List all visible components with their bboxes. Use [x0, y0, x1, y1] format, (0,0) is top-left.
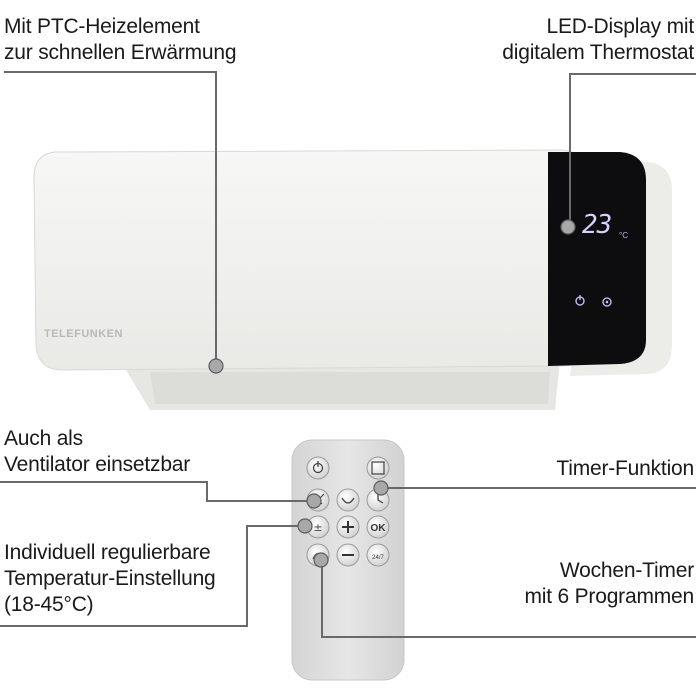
callout-temp-line2: Temperatur-Einstellung [4, 567, 216, 590]
weekly-timer-label: 24/7 [372, 555, 384, 561]
remote-power-button[interactable] [306, 456, 330, 480]
led-leader-line [569, 73, 696, 226]
weekly-leader-line [321, 560, 696, 638]
callout-led: LED-Display mit digitalem Thermostat [502, 14, 694, 66]
callout-fan-line1: Auch als [4, 427, 83, 450]
display-unit: °C [619, 231, 628, 240]
callout-timer: Timer-Funktion [556, 456, 694, 482]
callout-fan: Auch als Ventilator einsetzbar [4, 426, 190, 478]
callout-temp: Individuell regulierbare Temperatur-Eins… [4, 540, 216, 618]
callout-weekly: Wochen-Timer mit 6 Programmen [524, 558, 694, 610]
mode-icon[interactable] [602, 297, 612, 307]
callout-weekly-line2: mit 6 Programmen [524, 585, 694, 608]
display-temperature: 23 [582, 210, 612, 240]
remote-ok-button[interactable] [366, 515, 390, 539]
plus-icon [342, 521, 354, 533]
callout-led-line1: LED-Display mit [546, 15, 694, 38]
wall-heater [33, 149, 672, 410]
heater-display-panel [548, 152, 646, 366]
callout-weekly-line1: Wochen-Timer [559, 559, 694, 582]
callout-ptc-line1: Mit PTC-Heizelement [4, 15, 200, 38]
callout-markers [208, 219, 576, 568]
thermometer-icon: ± [313, 521, 322, 534]
temp-leader-line [0, 525, 306, 627]
callout-ptc: Mit PTC-Heizelement zur schnellen Erwärm… [4, 14, 237, 66]
remote-heat-button[interactable] [366, 456, 390, 480]
callout-temp-line1: Individuell regulierbare [4, 541, 211, 564]
ptc-leader-line [4, 71, 217, 364]
callout-ptc-line2: zur schnellen Erwärmung [4, 41, 237, 64]
callout-temp-line3: (18-45°C) [4, 593, 94, 616]
remote-control: ± OK 24/7 [291, 439, 405, 681]
callout-fan-line2: Ventilator einsetzbar [4, 453, 191, 476]
remote-weekly-button[interactable] [366, 543, 390, 567]
callout-timer-line1: Timer-Funktion [556, 457, 694, 480]
heater-brand-logo: TELEFUNKEN [44, 328, 123, 340]
heat-icon [371, 461, 385, 475]
callout-led-line2: digitalem Thermostat [502, 41, 694, 64]
ok-label: OK [371, 523, 387, 534]
swing-icon [341, 497, 355, 504]
fan-leader-line [0, 481, 316, 502]
callout-lines [0, 71, 696, 638]
remote-swing-button[interactable] [336, 488, 360, 512]
